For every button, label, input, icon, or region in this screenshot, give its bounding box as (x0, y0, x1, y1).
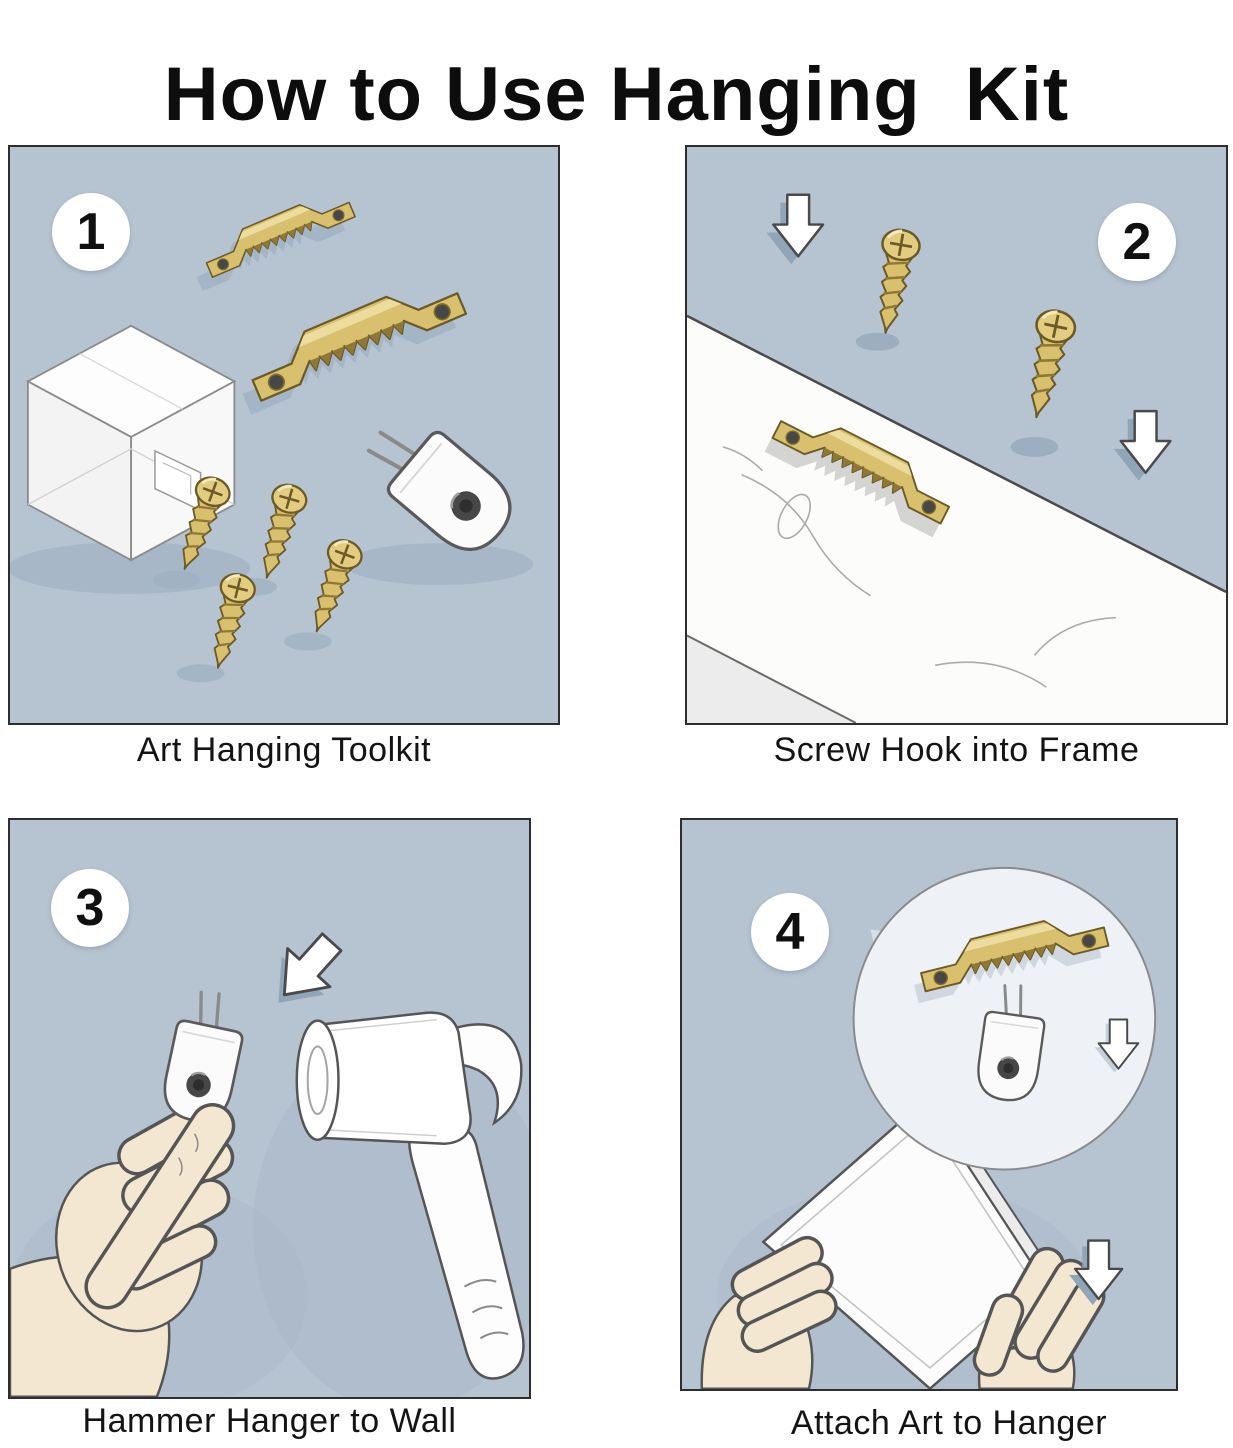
hammer-icon (295, 1011, 525, 1380)
step-number: 3 (75, 879, 105, 937)
step-2-caption: Screw Hook into Frame (773, 731, 1140, 769)
step-3-illustration (10, 820, 529, 1397)
step-2-illustration (687, 147, 1226, 723)
wall-hook-icon (354, 403, 525, 565)
step-2-panel: 2 (685, 145, 1228, 725)
thumb (84, 1103, 236, 1310)
step-number: 1 (76, 203, 106, 261)
step-4-illustration (700, 866, 1157, 1389)
step-3-panel: 3 (8, 818, 531, 1399)
step-1-caption: Art Hanging Toolkit (136, 731, 432, 769)
screw-icon (865, 225, 924, 338)
down-left-arrow-icon (263, 923, 353, 1014)
page-title: How to Use Hanging Kit (163, 51, 1070, 137)
step-number-badge: 3 (51, 869, 129, 947)
step-4-caption: Attach Art to Hanger (790, 1404, 1108, 1442)
step-1-illustration (10, 147, 534, 683)
storage-box-icon (25, 324, 237, 562)
right-hand-icon (972, 1246, 1106, 1389)
step-number-badge: 1 (52, 193, 130, 271)
step-4-panel: 4 (680, 818, 1178, 1391)
step-number-badge: 4 (751, 893, 829, 971)
left-hand-icon (700, 1235, 838, 1389)
step-number-badge: 2 (1098, 203, 1176, 281)
screw-icon (248, 479, 311, 584)
wood-board (687, 314, 1226, 723)
step-number: 2 (1122, 213, 1152, 271)
screw-icon (1015, 305, 1080, 423)
step-3-caption: Hammer Hanger to Wall (82, 1402, 457, 1440)
screw-icon (299, 534, 367, 639)
step-number: 4 (775, 903, 805, 961)
step-1-panel: 1 (8, 145, 560, 725)
